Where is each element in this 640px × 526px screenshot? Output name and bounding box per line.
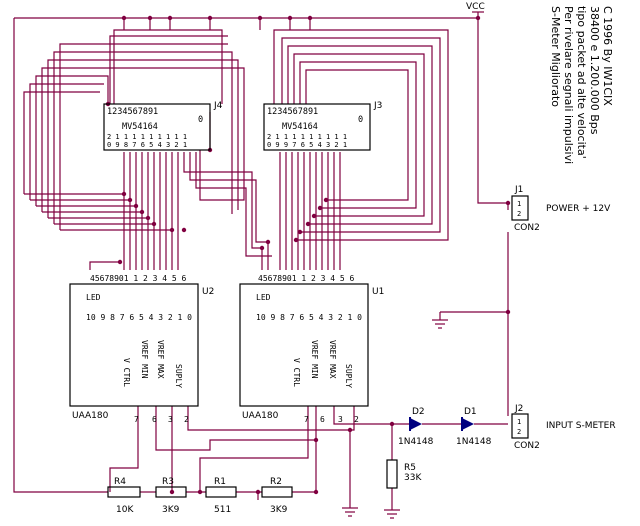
title-line-2: Per rivelare segnali impulsivi: [562, 6, 575, 164]
resistor-r5-body: [386, 459, 398, 489]
resistor-r5-value: 33K: [404, 473, 422, 483]
driver-u2-pin-3: 3: [168, 415, 173, 424]
resistor-r1-body: [205, 486, 237, 498]
display-j3-part: MV54164: [282, 122, 318, 132]
connector-j1-pin-2: 2: [517, 210, 521, 218]
driver-u1-part: UAA180: [242, 411, 279, 421]
display-j4-top-pin-extra: 0: [198, 115, 203, 125]
title-line-4: 38400 e 1.200.000 Bps: [588, 6, 601, 135]
display-j3-ref: J3: [373, 101, 382, 111]
driver-u2-led-numbers: 10 9 8 7 6 5 4 3 2 1 0: [86, 313, 192, 322]
connector-j1-type: CON2: [514, 223, 540, 233]
vcc-supply-symbol: VCC: [466, 2, 485, 13]
driver-u1-func-vrefmin: VREF MIN: [310, 340, 319, 379]
display-j4-top-pins: 1234567891: [107, 107, 158, 117]
display-j4-bottom-pins: 2 1 1 1 1 1 1 1 1 1: [107, 133, 187, 141]
resistor-r1-ref: R1: [214, 477, 226, 487]
driver-u1: 45678901 1 2 3 4 5 6 LED 10 9 8 7 6 5 4 …: [239, 274, 384, 424]
driver-u2-func-vrefmax: VREF MAX: [156, 340, 165, 379]
driver-u1-pin-2: 2: [354, 415, 359, 424]
resistor-r4-body: [107, 486, 141, 498]
driver-u2-part: UAA180: [72, 411, 109, 421]
driver-u1-pin-6: 6: [320, 415, 325, 424]
driver-u2-pin-top: 45678901 1 2 3 4 5 6: [90, 274, 187, 283]
diode-d2-ref: D2: [412, 407, 425, 417]
connector-j1-pin-1: 1: [517, 200, 521, 208]
resistor-r2-body: [261, 486, 293, 498]
driver-u2-pin-7: 7: [134, 415, 139, 424]
display-j4-part: MV54164: [122, 122, 158, 132]
resistor-r5-ref: R5: [404, 463, 416, 473]
driver-u2-func-suply: SUPLY: [174, 364, 183, 388]
connector-j2: 1 2 J2 CON2 INPUT S-METER: [511, 404, 616, 451]
connector-j1-label: POWER + 12V: [546, 204, 611, 214]
ground-icon: [342, 507, 358, 517]
resistor-r2-ref: R2: [270, 477, 282, 487]
connector-j2-label: INPUT S-METER: [546, 421, 616, 431]
driver-u2-led-label: LED: [86, 293, 101, 302]
title-block: S-Meter Migliorato Per rivelare segnali …: [549, 6, 614, 164]
wire-network: [13, 12, 509, 510]
vcc-label: VCC: [466, 2, 485, 12]
resistor-r4-ref: R4: [114, 477, 126, 487]
diode-d1-value: 1N4148: [456, 437, 492, 447]
title-line-5: C 1996 By IW1CIX: [601, 6, 614, 106]
resistor-r3-value: 3K9: [162, 505, 180, 515]
resistor-r1-value: 511: [214, 505, 231, 515]
title-line-3: tipo packet ad alte velocita': [575, 6, 588, 159]
driver-u1-pin-7: 7: [304, 415, 309, 424]
display-j4: 1234567891 0 MV54164 2 1 1 1 1 1 1 1 1 1…: [103, 101, 223, 151]
title-line-1: S-Meter Migliorato: [549, 6, 562, 107]
diode-d2-value: 1N4148: [398, 437, 434, 447]
connector-j2-ref: J2: [514, 404, 523, 414]
ground-icon: [432, 319, 448, 329]
resistor-r2-value: 3K9: [270, 505, 288, 515]
display-j3: 1234567891 0 MV54164 2 1 1 1 1 1 1 1 1 1…: [263, 101, 382, 151]
display-j4-bottom-pins-2: 0 9 8 7 6 5 4 3 2 1: [107, 141, 187, 149]
display-j3-top-pin-extra: 0: [358, 115, 363, 125]
driver-u1-ref: U1: [372, 287, 384, 297]
driver-u1-func-vctrl: V CTRL: [292, 358, 301, 387]
display-j4-ref: J4: [213, 101, 223, 111]
display-j3-top-pins: 1234567891: [267, 107, 318, 117]
diode-d2: D2 1N4148: [398, 407, 434, 447]
driver-u2-func-vrefmin: VREF MIN: [140, 340, 149, 379]
driver-u2-ref: U2: [202, 287, 214, 297]
driver-u2-pin-2: 2: [184, 415, 189, 424]
diode-d1: D1 1N4148: [456, 407, 492, 447]
driver-u1-led-label: LED: [256, 293, 271, 302]
ground-icon: [384, 509, 400, 519]
display-j3-bottom-pins: 2 1 1 1 1 1 1 1 1 1: [267, 133, 347, 141]
driver-u2: 45678901 1 2 3 4 5 6 LED 10 9 8 7 6 5 4 …: [69, 274, 214, 424]
connector-j2-type: CON2: [514, 441, 540, 451]
driver-u1-pin-3: 3: [338, 415, 343, 424]
junctions: [105, 15, 511, 495]
resistor-r4-value: 10K: [116, 505, 134, 515]
driver-u2-func-vctrl: V CTRL: [122, 358, 131, 387]
driver-u1-func-suply: SUPLY: [344, 364, 353, 388]
resistor-r3-ref: R3: [162, 477, 174, 487]
connector-j1-ref: J1: [514, 185, 523, 195]
driver-u1-led-numbers: 10 9 8 7 6 5 4 3 2 1 0: [256, 313, 362, 322]
connector-j2-pin-1: 1: [517, 418, 521, 426]
display-j3-bottom-pins-2: 0 9 9 7 6 5 4 3 2 1: [267, 141, 347, 149]
driver-u1-pin-top: 45678901 1 2 3 4 5 6: [258, 274, 355, 283]
driver-u2-pin-6: 6: [152, 415, 157, 424]
resistor-labels: R4 10K R3 3K9 R1 511 R2 3K9 R5 33K: [114, 463, 422, 515]
resistor-r3-body: [155, 486, 187, 498]
connector-j1: 1 2 J1 CON2 POWER + 12V: [511, 185, 611, 233]
diode-d1-ref: D1: [464, 407, 477, 417]
connector-j2-pin-2: 2: [517, 428, 521, 436]
driver-u1-func-vrefmax: VREF MAX: [328, 340, 337, 379]
